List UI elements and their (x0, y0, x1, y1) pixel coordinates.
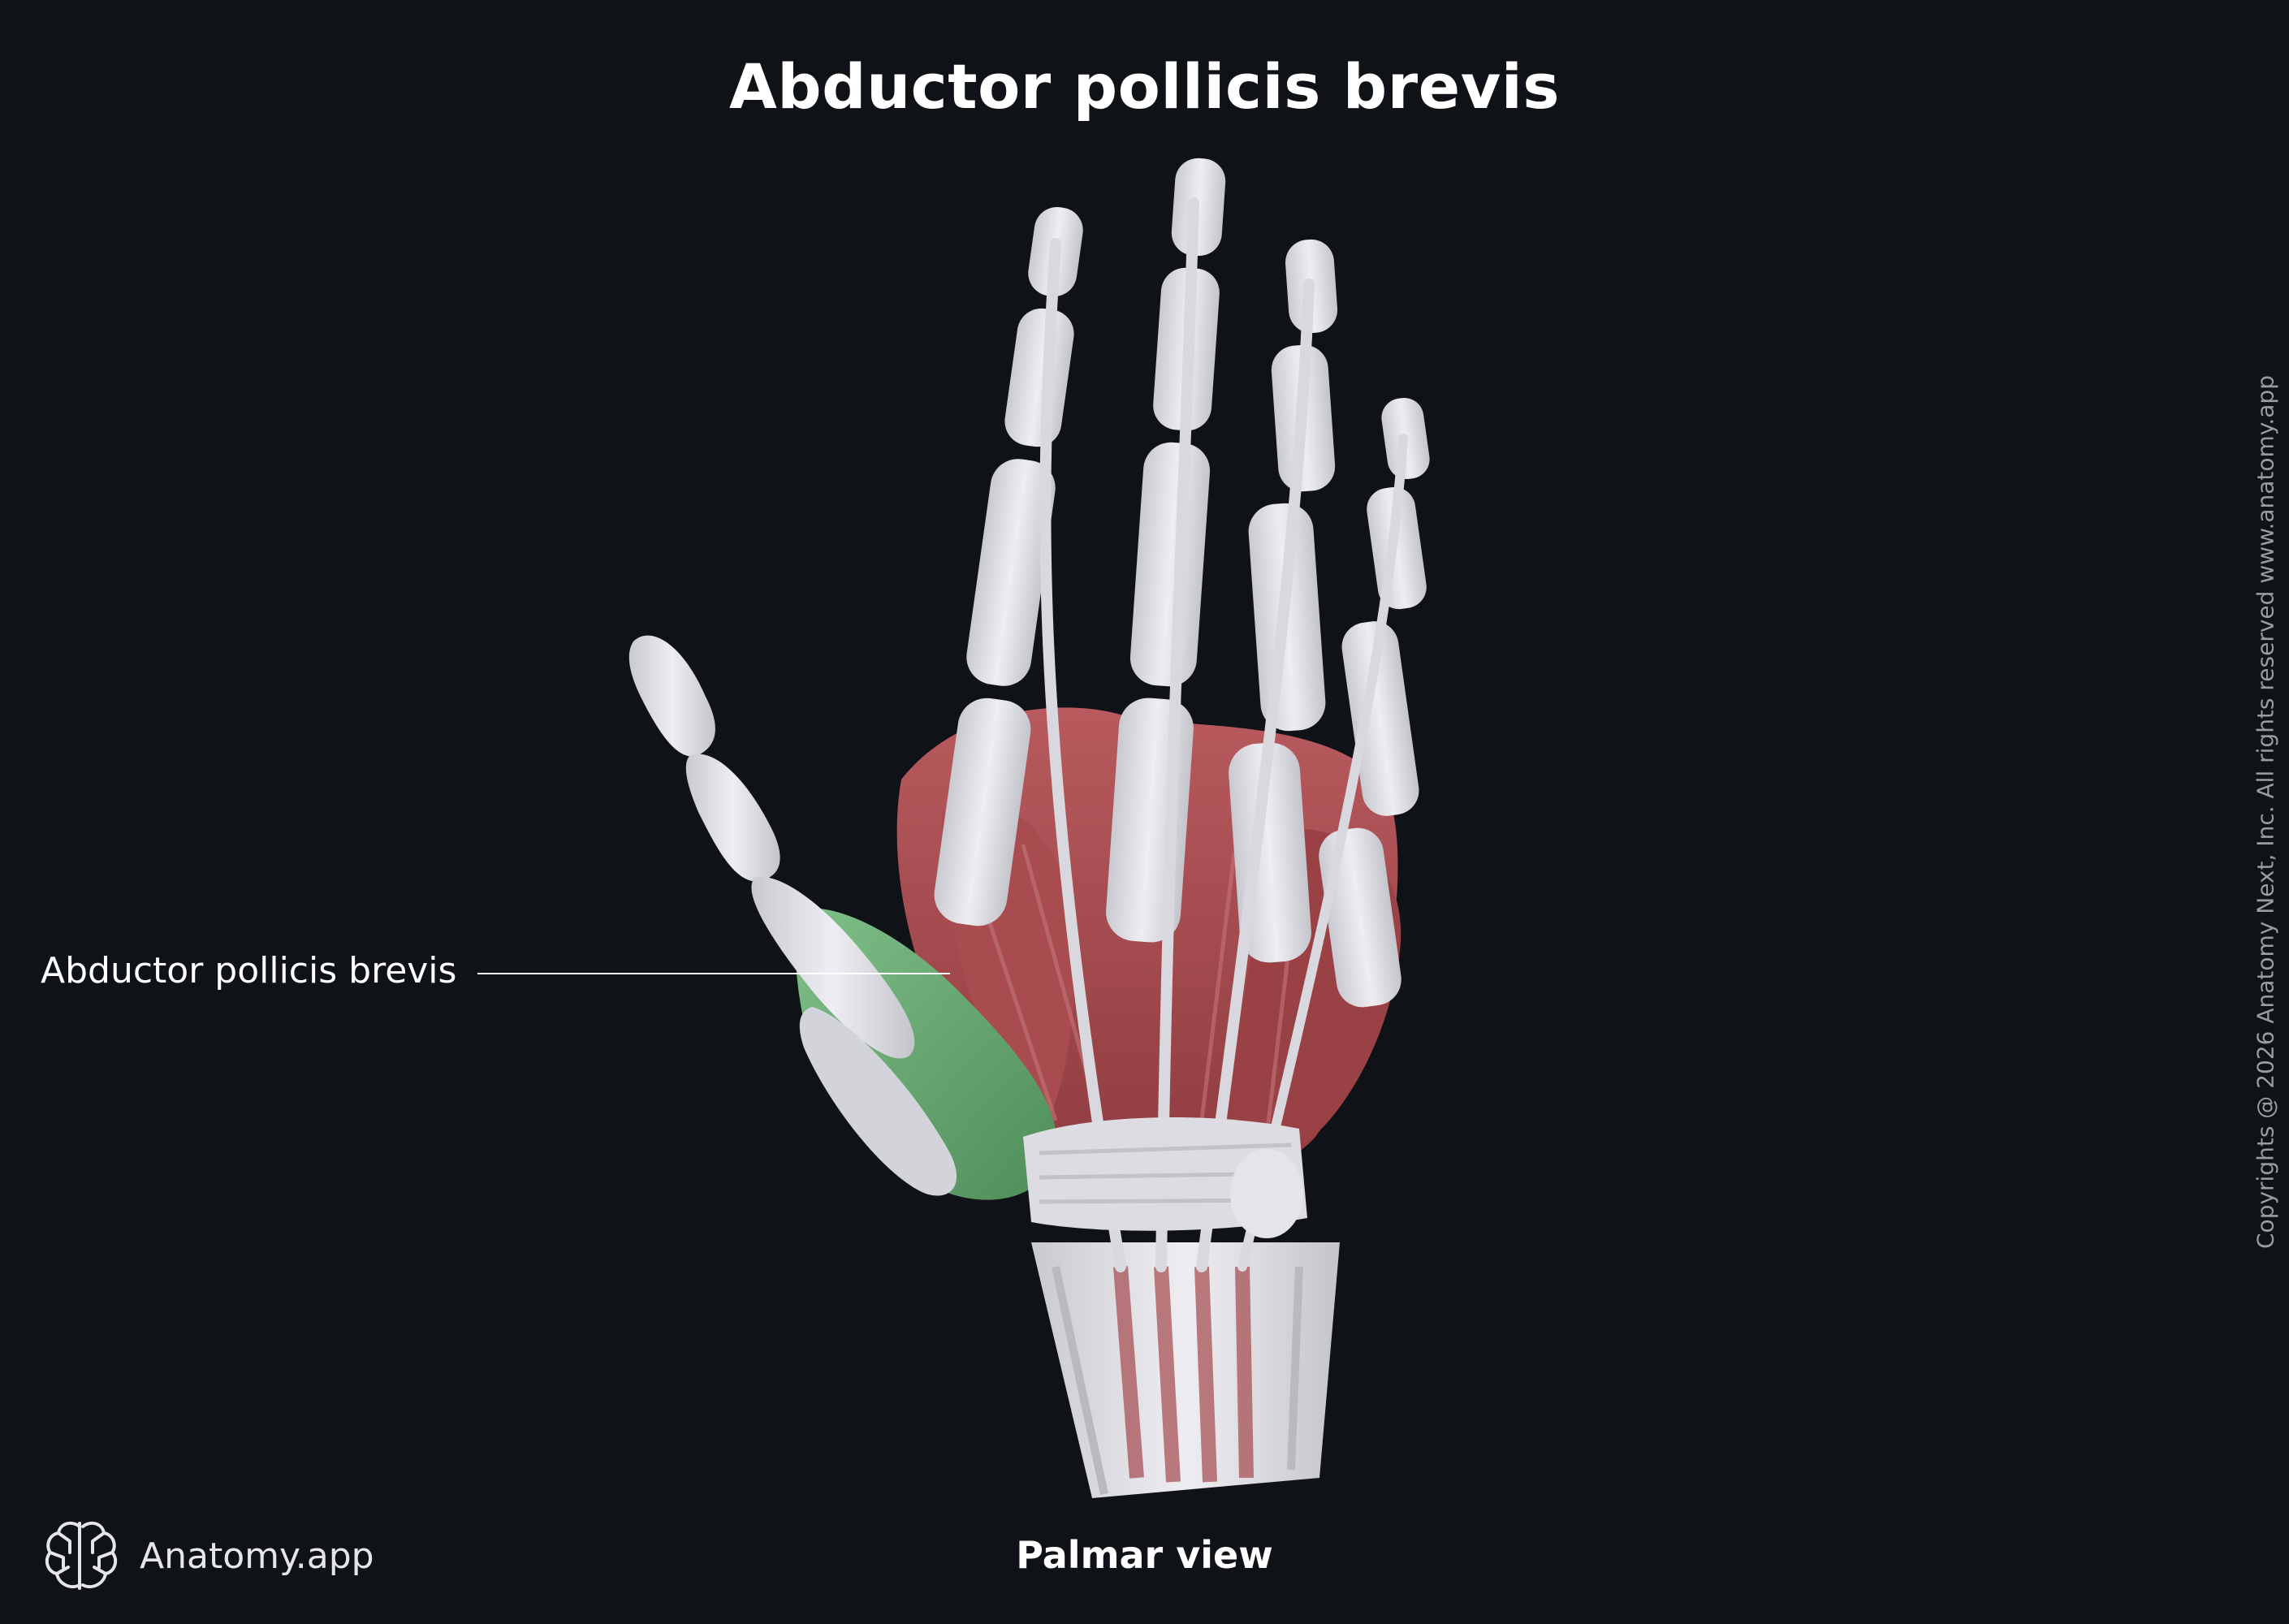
finger-index (934, 206, 1083, 926)
finger-little (1319, 397, 1430, 1008)
thumb-bones (628, 635, 957, 1196)
brand: Anatomy.app (41, 1515, 374, 1596)
flexor-tendons (1039, 197, 1408, 1272)
callout-label: Abductor pollicis brevis (41, 950, 457, 991)
carpal-region (1023, 1117, 1307, 1238)
brain-icon (45, 1521, 118, 1590)
brand-name: Anatomy.app (140, 1535, 374, 1577)
copyright-notice: Copyrights @ 2026 Anatomy Next, Inc. All… (2252, 375, 2279, 1249)
forearm-bones (1031, 1242, 1340, 1498)
page-title: Abductor pollicis brevis (728, 50, 1561, 123)
view-label: Palmar view (1016, 1533, 1273, 1577)
